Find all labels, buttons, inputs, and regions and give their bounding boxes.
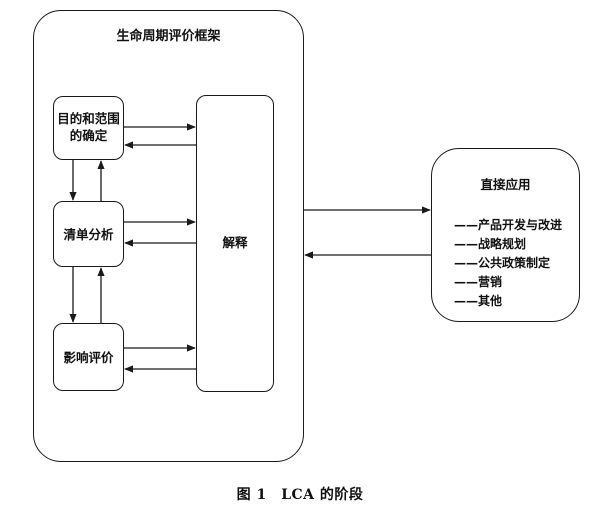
direct-applications-title: 直接应用 bbox=[480, 177, 531, 192]
goal-scope-box bbox=[53, 96, 124, 160]
application-item: ——其他 bbox=[454, 294, 503, 308]
application-item: ——产品开发与改进 bbox=[454, 218, 563, 232]
goal-scope-label: 目的和范围 的确定 bbox=[57, 111, 120, 143]
direct-applications-box bbox=[431, 148, 580, 322]
application-item: ——战略规划 bbox=[454, 237, 527, 251]
framework-title: 生命周期评价框架 bbox=[116, 29, 221, 44]
impact-assessment-box bbox=[53, 323, 124, 391]
interpretation-label: 解释 bbox=[222, 235, 248, 250]
inventory-analysis-box bbox=[53, 201, 124, 267]
inventory-analysis-label: 清单分析 bbox=[63, 227, 114, 242]
application-item: ——公共政策制定 bbox=[454, 256, 551, 270]
impact-assessment-label: 影响评价 bbox=[63, 350, 114, 365]
application-item: ——营销 bbox=[454, 275, 503, 289]
interpretation-box bbox=[196, 95, 274, 392]
figure-caption: 图 1 LCA 的阶段 bbox=[236, 487, 364, 503]
applications-list: ——产品开发与改进 ——战略规划 ——公共政策制定 ——营销 ——其他 bbox=[454, 216, 562, 311]
